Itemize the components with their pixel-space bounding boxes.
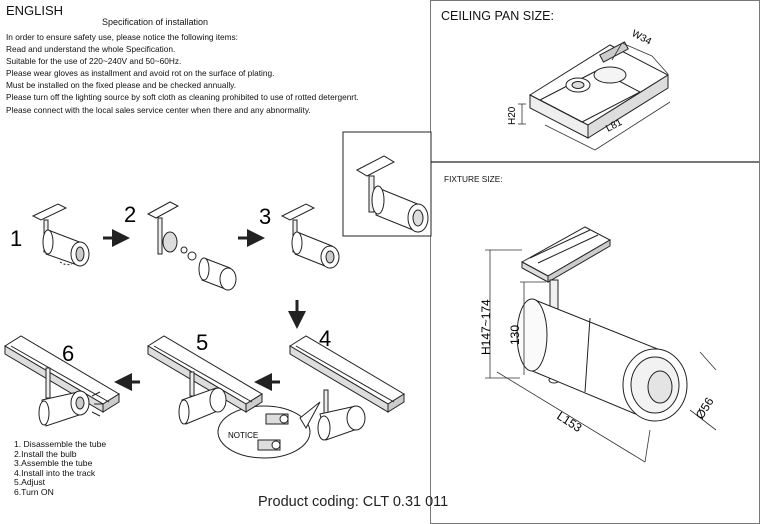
fixture-diameter-label: Ø56 bbox=[693, 395, 717, 422]
step-item: 6.Turn ON bbox=[14, 486, 54, 497]
spec-line: Please wear gloves as installment and av… bbox=[6, 68, 275, 79]
ceiling-pan-width-label: W34 bbox=[630, 28, 654, 48]
callout-fixture bbox=[355, 155, 429, 233]
step-item: 5.Adjust bbox=[14, 477, 46, 488]
ceiling-pan-height-label: H20 bbox=[507, 106, 518, 125]
ceiling-pan-title: CEILING PAN SIZE: bbox=[441, 9, 554, 23]
spec-title: Specification of installation bbox=[102, 17, 209, 27]
step-4-drawing bbox=[289, 335, 405, 441]
step-2-drawing bbox=[146, 201, 237, 291]
step-3-drawing bbox=[280, 203, 340, 269]
step-5-drawing bbox=[147, 335, 263, 425]
step-number: 5 bbox=[196, 330, 208, 355]
spec-line: Suitable for the use of 220~240V and 50~… bbox=[6, 56, 182, 67]
spec-line: Please connect with the local sales serv… bbox=[6, 104, 311, 115]
fixture-dims bbox=[485, 249, 717, 463]
steps-list: 1. Disassemble the tube 2.Install the bu… bbox=[14, 439, 107, 498]
spec-line: Must be installed on the fixed please an… bbox=[6, 80, 237, 91]
step-item: 3.Assemble the tube bbox=[14, 458, 93, 469]
step-1-drawing bbox=[31, 203, 90, 267]
fixture-stem-height-label: 130 bbox=[508, 325, 522, 345]
step-number: 2 bbox=[124, 202, 136, 227]
step-number: 1 bbox=[10, 226, 22, 251]
step-number: 3 bbox=[259, 204, 271, 229]
ceiling-pan-drawing bbox=[528, 41, 670, 139]
step-number: 6 bbox=[62, 341, 74, 366]
step-item: 2.Install the bulb bbox=[14, 448, 77, 459]
fixture-drawing bbox=[516, 226, 688, 422]
product-coding: Product coding: CLT 0.31 011 bbox=[258, 494, 449, 510]
step-number: 4 bbox=[319, 326, 331, 351]
step-item: 4.Install into the track bbox=[14, 467, 96, 478]
step-item: 1. Disassemble the tube bbox=[14, 439, 107, 449]
fixture-size-title: FIXTURE SIZE: bbox=[444, 174, 503, 184]
spec-lines: In order to ensure safety use, please no… bbox=[6, 31, 359, 116]
spec-line: Please turn off the lighting source by s… bbox=[6, 92, 359, 103]
spec-line: In order to ensure safety use, please no… bbox=[6, 32, 238, 42]
fixture-length-label: L153 bbox=[554, 409, 584, 435]
language-heading: ENGLISH bbox=[6, 3, 64, 18]
notice-label: NOTICE bbox=[228, 431, 258, 440]
spec-line: Read and understand the whole Specificat… bbox=[6, 44, 176, 55]
notice-callout bbox=[217, 401, 321, 459]
fixture-total-height-label: H147~174 bbox=[479, 299, 493, 355]
step-6-drawing bbox=[4, 335, 120, 427]
ceiling-pan-dims bbox=[518, 42, 671, 151]
